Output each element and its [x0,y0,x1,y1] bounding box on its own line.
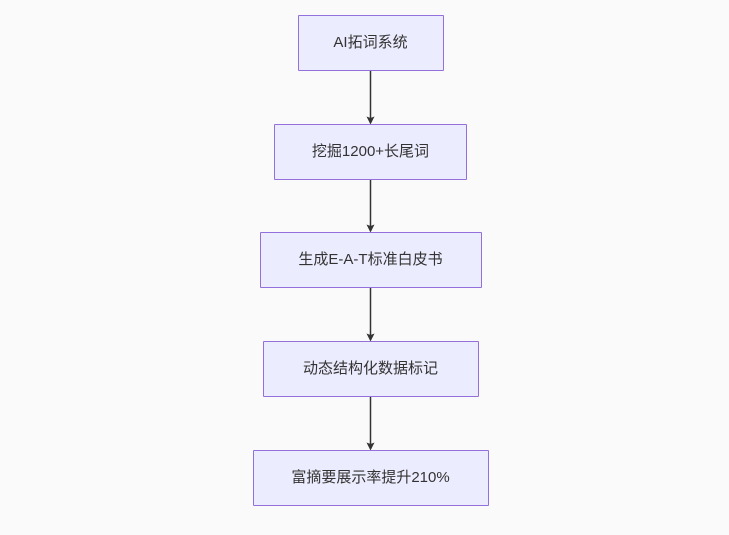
flowchart-node-A: AI拓词系统 [297,15,444,71]
flowchart-node-E: 富摘要展示率提升210% [252,450,489,506]
flowchart-node-label: 富摘要展示率提升210% [291,469,450,486]
flowchart-node-B: 挖掘1200+长尾词 [274,124,467,180]
flowchart-node-label: 挖掘1200+长尾词 [311,143,430,160]
flowchart-node-D: 动态结构化数据标记 [262,341,479,397]
flowchart-node-label: 生成E-A-T标准白皮书 [298,251,443,268]
flowchart-node-label: 动态结构化数据标记 [302,360,438,377]
flowchart-node-C: 生成E-A-T标准白皮书 [259,232,482,288]
flowchart-node-label: AI拓词系统 [333,34,408,51]
